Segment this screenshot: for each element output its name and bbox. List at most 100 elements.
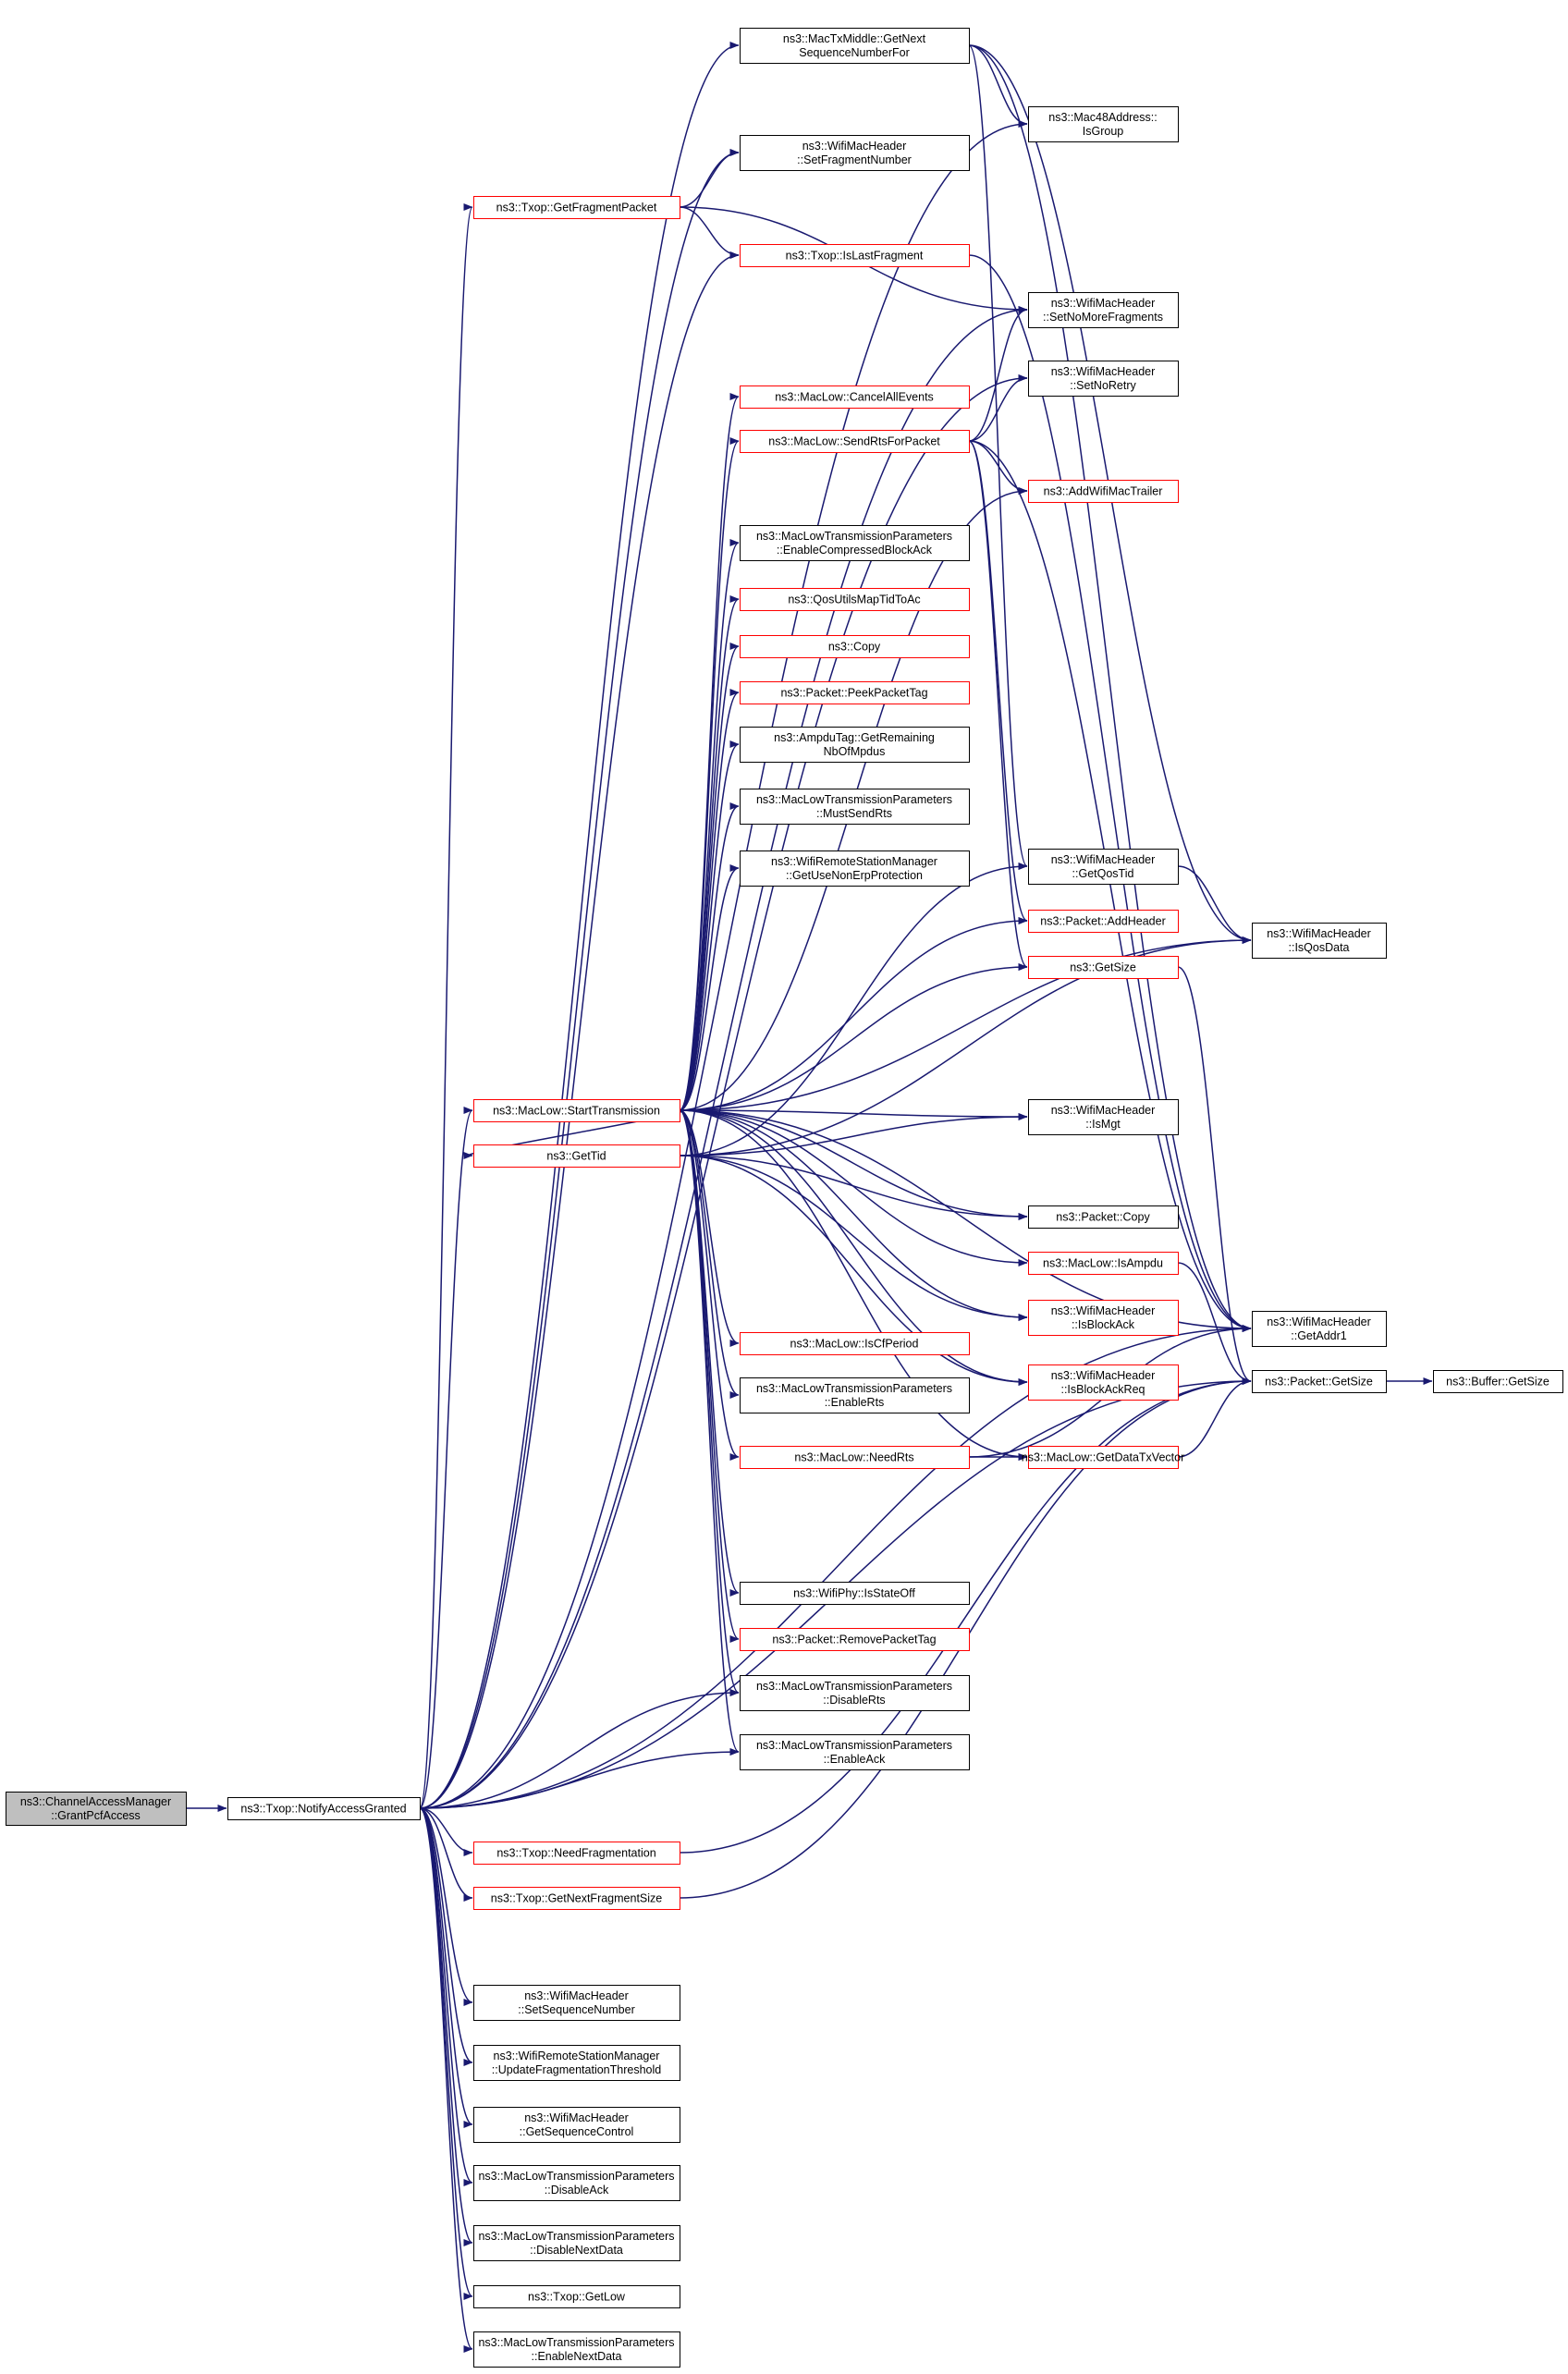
node-enableCompressed[interactable]: ns3::MacLowTransmissionParameters::Enabl… xyxy=(740,525,970,561)
node-needFrag[interactable]: ns3::Txop::NeedFragmentation xyxy=(473,1842,680,1865)
node-pktCopy[interactable]: ns3::Packet::Copy xyxy=(1028,1205,1179,1229)
node-box xyxy=(473,2285,680,2308)
node-isLastFrag[interactable]: ns3::Txop::IsLastFragment xyxy=(740,244,970,267)
node-addTrailer[interactable]: ns3::AddWifiMacTrailer xyxy=(1028,480,1179,503)
node-label: ::SetFragmentNumber xyxy=(797,153,912,166)
node-box xyxy=(740,1582,970,1605)
node-isAmpdu[interactable]: ns3::MacLow::IsAmpdu xyxy=(1028,1252,1179,1275)
node-mac48[interactable]: ns3::Mac48Address::IsGroup xyxy=(1028,106,1179,142)
node-setSeqNum[interactable]: ns3::WifiMacHeader::SetSequenceNumber xyxy=(473,1985,680,2021)
node-box xyxy=(1028,849,1179,885)
node-box xyxy=(473,2107,680,2143)
node-removeTag[interactable]: ns3::Packet::RemovePacketTag xyxy=(740,1628,970,1651)
node-label: ns3::MacTxMiddle::GetNext xyxy=(783,32,926,45)
edge-getQosTid-to-isQosData xyxy=(1177,865,1252,944)
node-box xyxy=(6,1792,187,1826)
edge-getTid-to-getQosTid xyxy=(679,863,1028,1156)
node-getSeqCtrl[interactable]: ns3::WifiMacHeader::GetSequenceControl xyxy=(473,2107,680,2143)
node-pktGetSize[interactable]: ns3::Packet::GetSize xyxy=(1252,1370,1387,1393)
node-updateFrag[interactable]: ns3::WifiRemoteStationManager::UpdateFra… xyxy=(473,2045,680,2081)
node-isBlockAck[interactable]: ns3::WifiMacHeader::IsBlockAck xyxy=(1028,1300,1179,1336)
node-enableAck[interactable]: ns3::MacLowTransmissionParameters::Enabl… xyxy=(740,1734,970,1770)
node-getQosTid[interactable]: ns3::WifiMacHeader::GetQosTid xyxy=(1028,849,1179,885)
node-box xyxy=(740,1628,970,1651)
node-dataTxVector[interactable]: ns3::MacLow::GetDataTxVector xyxy=(1022,1446,1184,1469)
node-startTx[interactable]: ns3::MacLow::StartTransmission xyxy=(473,1099,680,1122)
node-getLow[interactable]: ns3::Txop::GetLow xyxy=(473,2285,680,2308)
node-label: ns3::Txop::NeedFragmentation xyxy=(496,1847,655,1860)
node-box xyxy=(1028,1205,1179,1229)
node-label: ns3::Copy xyxy=(828,641,881,654)
node-label: ns3::WifiRemoteStationManager xyxy=(494,2050,660,2062)
node-isQosData[interactable]: ns3::WifiMacHeader::IsQosData xyxy=(1252,923,1387,959)
edge-getTid-to-pktCopy xyxy=(679,1155,1028,1220)
node-mustSendRts[interactable]: ns3::MacLowTransmissionParameters::MustS… xyxy=(740,789,970,825)
node-notify[interactable]: ns3::Txop::NotifyAccessGranted xyxy=(227,1797,421,1820)
edge-startTx-to-addHeader xyxy=(679,917,1028,1111)
edge-startTx-to-removeTag xyxy=(679,1109,740,1643)
node-label: ::GrantPcfAccess xyxy=(51,1809,141,1822)
node-label: ns3::WifiMacHeader xyxy=(1051,853,1156,866)
node-disableNext[interactable]: ns3::MacLowTransmissionParameters::Disab… xyxy=(473,2225,680,2261)
node-box xyxy=(473,2045,680,2081)
node-isMgt[interactable]: ns3::WifiMacHeader::IsMgt xyxy=(1028,1099,1179,1135)
node-enableNext[interactable]: ns3::MacLowTransmissionParameters::Enabl… xyxy=(473,2331,680,2368)
node-isBlockAckReq[interactable]: ns3::WifiMacHeader::IsBlockAckReq xyxy=(1028,1364,1179,1401)
node-needRts[interactable]: ns3::MacLow::NeedRts xyxy=(740,1446,970,1469)
node-label: ::EnableAck xyxy=(824,1753,886,1766)
node-bufGetSize[interactable]: ns3::Buffer::GetSize xyxy=(1433,1370,1563,1393)
node-isStateOff[interactable]: ns3::WifiPhy::IsStateOff xyxy=(740,1582,970,1605)
edge-notify-to-setFragNum xyxy=(419,149,740,1809)
edge-getFragPkt-to-isLastFrag xyxy=(679,206,740,259)
node-box xyxy=(740,1332,970,1355)
edge-getTid-to-isBlockAck xyxy=(679,1155,1028,1321)
node-nextFragSize[interactable]: ns3::Txop::GetNextFragmentSize xyxy=(473,1887,680,1910)
node-getFragPkt[interactable]: ns3::Txop::GetFragmentPacket xyxy=(473,196,680,219)
edge-startTx-to-enableRts xyxy=(679,1109,740,1399)
node-label: ns3::WifiMacHeader xyxy=(1267,927,1371,940)
node-peekTag[interactable]: ns3::Packet::PeekPacketTag xyxy=(740,681,970,704)
node-qosMap[interactable]: ns3::QosUtilsMapTidToAc xyxy=(740,588,970,611)
node-disableAck[interactable]: ns3::MacLowTransmissionParameters::Disab… xyxy=(473,2165,680,2201)
node-macTxNext[interactable]: ns3::MacTxMiddle::GetNextSequenceNumberF… xyxy=(740,28,970,64)
node-label: ns3::MacLow::SendRtsForPacket xyxy=(768,435,940,448)
node-box xyxy=(473,2225,680,2261)
node-setNoRetry[interactable]: ns3::WifiMacHeader::SetNoRetry xyxy=(1028,361,1179,397)
node-box xyxy=(740,28,970,64)
node-enableRts[interactable]: ns3::MacLowTransmissionParameters::Enabl… xyxy=(740,1377,970,1413)
node-getAddr1[interactable]: ns3::WifiMacHeader::GetAddr1 xyxy=(1252,1311,1387,1347)
edge-notify-to-getAddr1 xyxy=(419,1325,1252,1809)
edge-notify-to-updateFrag xyxy=(419,1807,473,2066)
node-label: ns3::MacLowTransmissionParameters xyxy=(478,2170,674,2183)
node-setNoMore[interactable]: ns3::WifiMacHeader::SetNoMoreFragments xyxy=(1028,292,1179,328)
node-label: ns3::Mac48Address:: xyxy=(1048,111,1157,124)
edge-startTx-to-isBlockAckReq xyxy=(679,1109,1028,1386)
node-nonErp[interactable]: ns3::WifiRemoteStationManager::GetUseNon… xyxy=(740,850,970,887)
edge-startTx-to-cancelAll xyxy=(679,393,740,1111)
node-getTid[interactable]: ns3::GetTid xyxy=(473,1144,680,1168)
node-addHeader[interactable]: ns3::Packet::AddHeader xyxy=(1028,910,1179,933)
node-label: ns3::WifiMacHeader xyxy=(1267,1315,1371,1328)
node-label: ::IsMgt xyxy=(1085,1118,1121,1131)
edge-getSize3-to-pktGetSize xyxy=(1177,966,1252,1385)
edge-isLastFrag-to-getAddr1 xyxy=(968,254,1252,1332)
node-box xyxy=(740,1675,970,1711)
node-box xyxy=(473,1842,680,1865)
node-label: ns3::WifiMacHeader xyxy=(1051,1104,1156,1117)
node-isCfPeriod[interactable]: ns3::MacLow::IsCfPeriod xyxy=(740,1332,970,1355)
node-disableRts[interactable]: ns3::MacLowTransmissionParameters::Disab… xyxy=(740,1675,970,1711)
node-copy[interactable]: ns3::Copy xyxy=(740,635,970,658)
node-cancelAll[interactable]: ns3::MacLow::CancelAllEvents xyxy=(740,385,970,409)
node-label: ns3::AmpduTag::GetRemaining xyxy=(774,731,935,744)
node-sendRts[interactable]: ns3::MacLow::SendRtsForPacket xyxy=(740,430,970,453)
node-label: ::GetUseNonErpProtection xyxy=(786,869,923,882)
node-setFragNum[interactable]: ns3::WifiMacHeader::SetFragmentNumber xyxy=(740,135,970,171)
edge-startTx-to-enableCompressed xyxy=(679,539,740,1111)
edge-macTxNext-to-getAddr1 xyxy=(968,44,1252,1332)
node-label: ns3::MacLowTransmissionParameters xyxy=(756,1739,952,1752)
node-label: ::EnableRts xyxy=(825,1396,885,1409)
node-getSize3[interactable]: ns3::GetSize xyxy=(1028,956,1179,979)
node-label: ::SetSequenceNumber xyxy=(518,2003,634,2016)
